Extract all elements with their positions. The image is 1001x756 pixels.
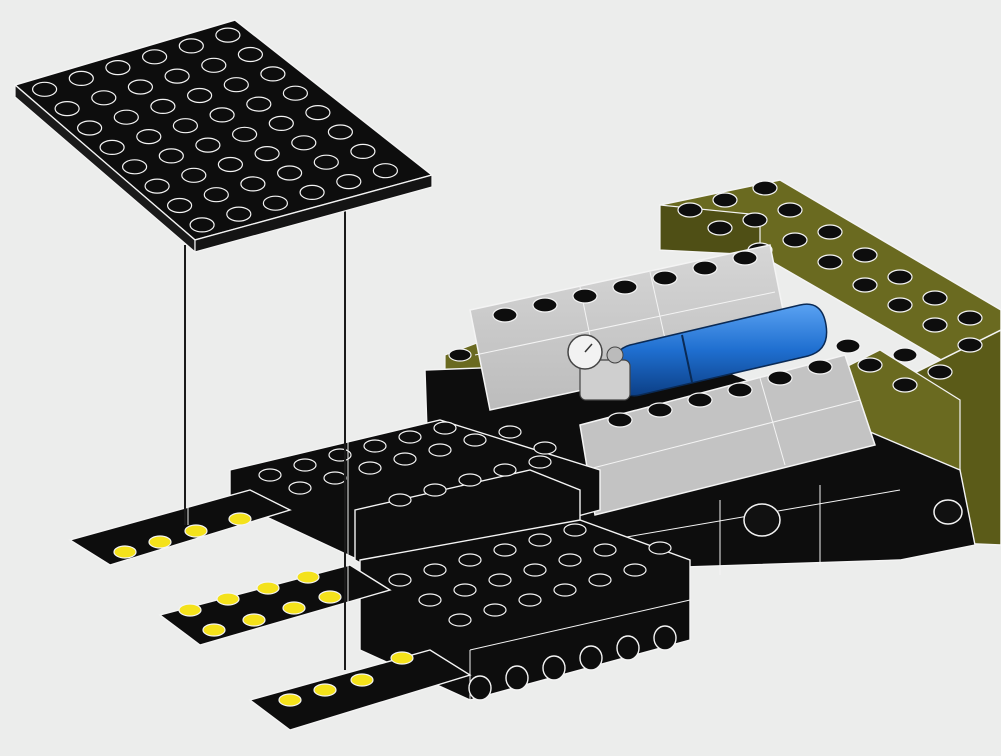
black-plate-6x8-icon: [15, 20, 432, 252]
stud: [255, 147, 279, 161]
stud: [269, 116, 293, 130]
stud: [151, 99, 175, 113]
stud: [261, 67, 285, 81]
stud: [373, 164, 397, 178]
stud: [182, 168, 206, 182]
stud: [159, 149, 183, 163]
stud: [173, 119, 197, 133]
stud: [106, 61, 130, 75]
stud: [328, 125, 352, 139]
stud: [278, 166, 302, 180]
stud: [78, 121, 102, 135]
stud: [241, 177, 265, 191]
stud: [196, 138, 220, 152]
stud: [55, 102, 79, 116]
stud: [227, 207, 251, 221]
stud: [33, 82, 57, 96]
stud: [306, 106, 330, 120]
stud: [216, 28, 240, 42]
stud: [300, 185, 324, 199]
stud: [69, 71, 93, 85]
stud: [100, 140, 124, 154]
stud: [145, 179, 169, 193]
stud: [190, 218, 214, 232]
stud: [351, 144, 375, 158]
stud: [337, 175, 361, 189]
stud: [168, 199, 192, 213]
stud: [137, 130, 161, 144]
stud: [263, 196, 287, 210]
stud: [128, 80, 152, 94]
stud: [238, 48, 262, 62]
stud: [224, 78, 248, 92]
stud: [210, 108, 234, 122]
stud: [247, 97, 271, 111]
stud: [218, 158, 242, 172]
stud: [114, 110, 138, 124]
stud: [92, 91, 116, 105]
stud: [233, 127, 257, 141]
stud: [143, 50, 167, 64]
stud: [204, 188, 228, 202]
stud: [292, 136, 316, 150]
technic-brick-icon: [744, 504, 780, 536]
stud: [123, 160, 147, 174]
stud: [179, 39, 203, 53]
stud: [188, 89, 212, 103]
stud: [283, 86, 307, 100]
stud: [314, 155, 338, 169]
stud: [202, 58, 226, 72]
stud: [165, 69, 189, 83]
